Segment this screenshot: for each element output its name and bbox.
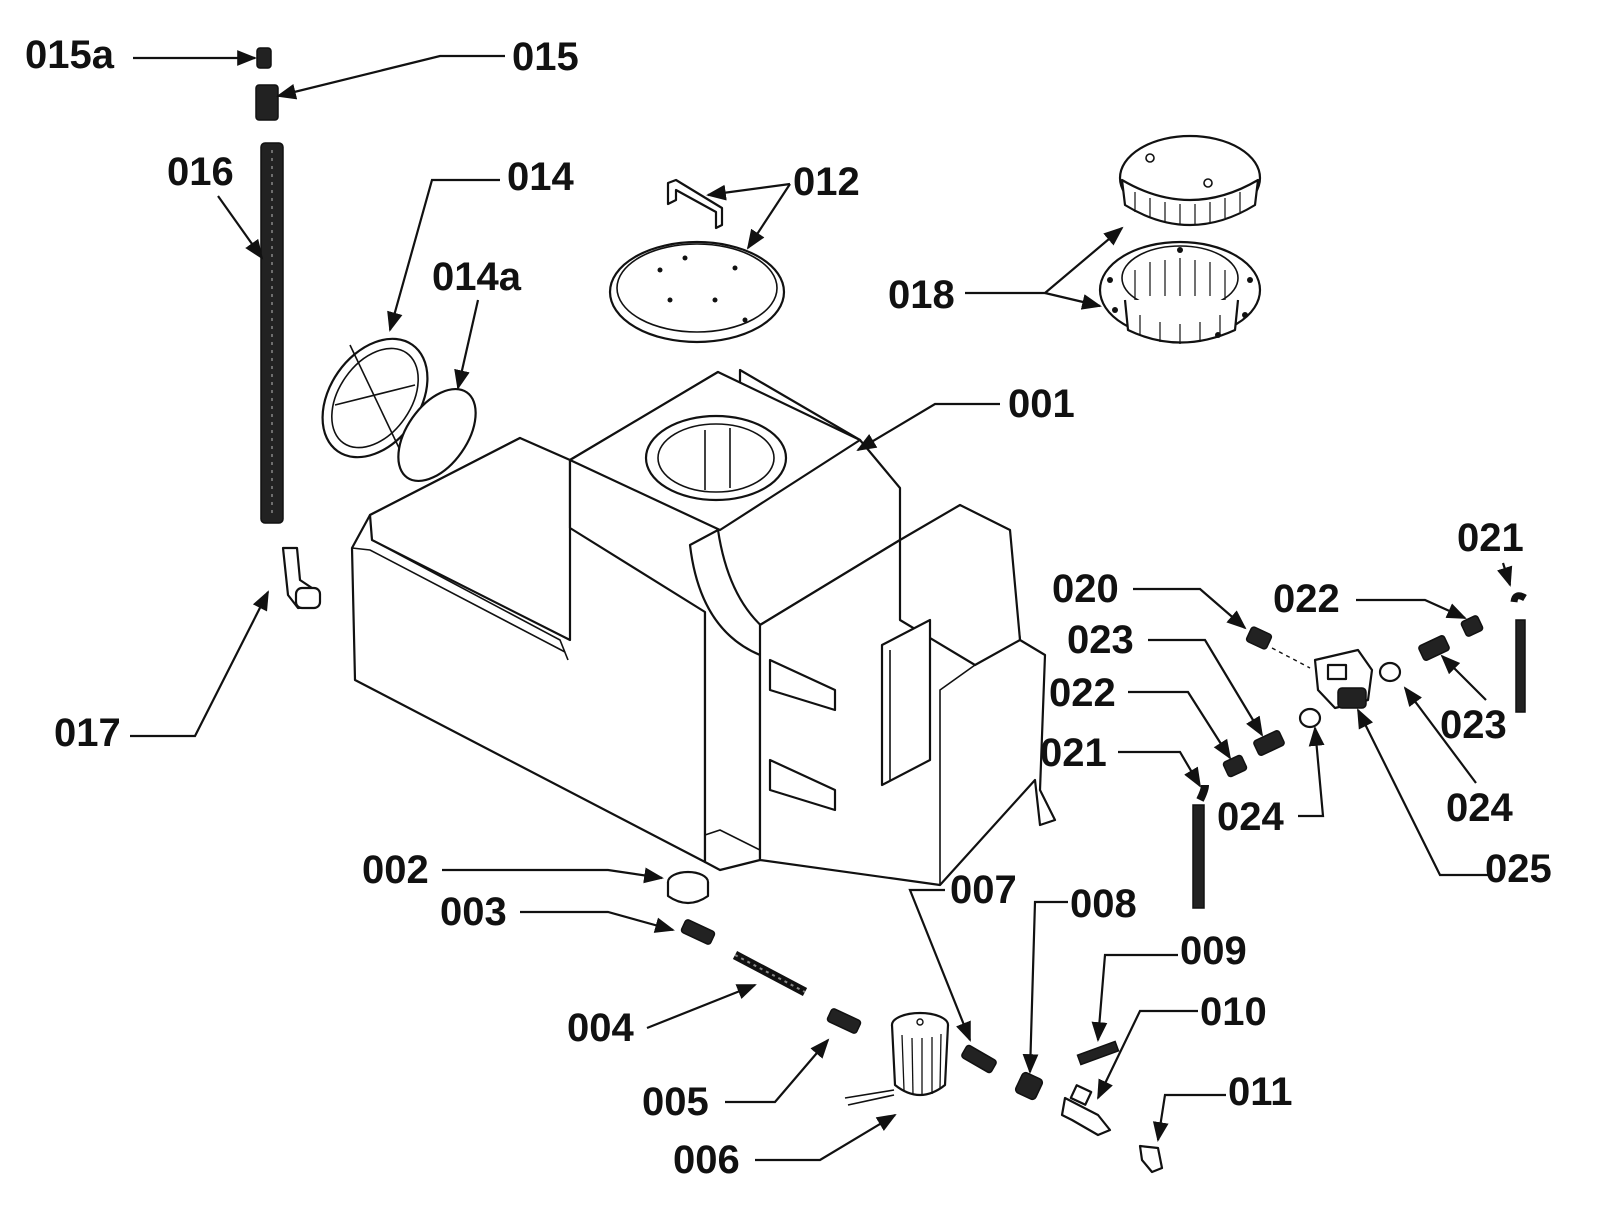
cap-024-right [1378,661,1402,683]
label-023-mid: 023 [1067,618,1134,662]
part-labels: 015a 015 016 014 014a 012 018 001 017 00… [25,33,1552,1182]
pin-009 [1076,1040,1120,1066]
label-022-mid: 022 [1049,671,1116,715]
cap-024-mid [1298,707,1322,729]
fitting-022-mid [1222,754,1248,778]
label-025: 025 [1485,847,1552,891]
elbow-011 [1138,1144,1164,1174]
label-024-mid: 024 [1217,795,1284,839]
cap-015a [256,47,272,69]
nut-008 [1014,1071,1044,1101]
valve-025 [1313,648,1374,710]
tank-body [350,368,1057,887]
label-015: 015 [512,35,579,79]
label-006: 006 [673,1138,740,1182]
fitting-015 [255,84,279,121]
label-003: 003 [440,890,507,934]
label-014a: 014a [432,255,522,299]
label-008: 008 [1070,882,1137,926]
hose-021-right [1510,592,1527,713]
filter-006 [844,1011,950,1106]
fitting-003 [680,919,716,945]
hose-021-mid [1192,784,1209,909]
label-024-right: 024 [1446,786,1513,830]
collar-018-top [1118,134,1262,226]
nut-002 [666,870,710,905]
fitting-023-right [1418,635,1450,661]
tee-010 [1060,1084,1112,1137]
label-023-right: 023 [1440,703,1507,747]
fitting-023-mid [1253,730,1285,756]
label-014: 014 [507,155,574,199]
pipe-016 [260,142,284,524]
lid-012 [608,240,786,344]
label-010: 010 [1200,990,1267,1034]
label-007: 007 [950,868,1017,912]
label-020: 020 [1052,567,1119,611]
fitting-007 [961,1044,997,1074]
label-018: 018 [888,273,955,317]
label-022-top: 022 [1273,577,1340,621]
label-021-mid: 021 [1040,731,1107,775]
collar-018-bottom [1098,240,1262,344]
label-001: 001 [1008,382,1075,426]
handle-012 [666,178,724,230]
label-002: 002 [362,848,429,892]
label-015a: 015a [25,33,115,77]
strainer-014 [321,337,429,459]
seal-014a [397,387,477,483]
label-017: 017 [54,711,121,755]
elbow-017 [281,546,322,610]
fitting-020 [1245,626,1273,650]
leader-lines [130,50,1513,1162]
label-021-top: 021 [1457,516,1524,560]
label-012: 012 [793,160,860,204]
fitting-005 [826,1008,862,1034]
label-016: 016 [167,150,234,194]
label-011: 011 [1228,1070,1293,1114]
label-009: 009 [1180,929,1247,973]
fitting-022-top [1460,615,1484,637]
label-004: 004 [567,1006,634,1050]
hose-004 [732,951,808,996]
label-005: 005 [642,1080,709,1124]
